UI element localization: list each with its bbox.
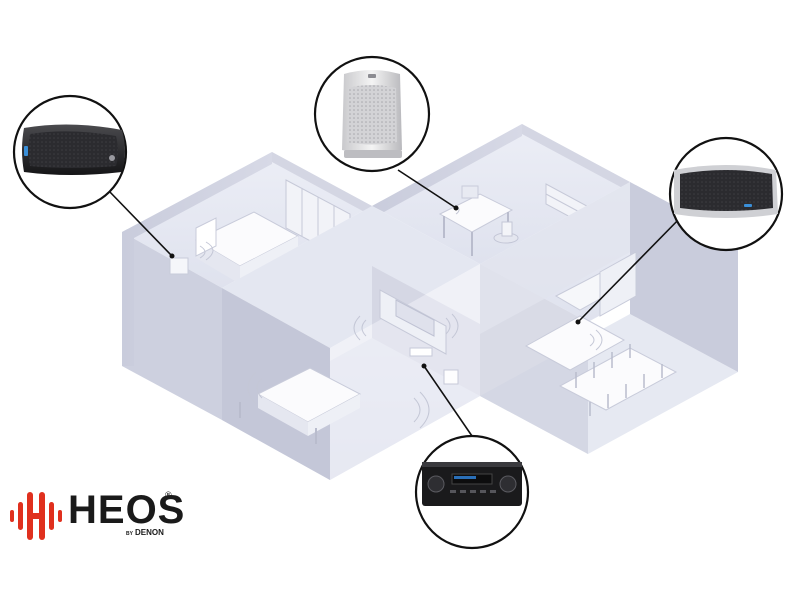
wireless-speaker-tower-white-icon [342, 70, 402, 158]
av-receiver-icon [422, 462, 522, 506]
callout-bedroom-speaker [12, 94, 128, 210]
wireless-speaker-black-icon [674, 165, 778, 218]
callout-lines [107, 169, 685, 437]
bedroom [122, 152, 372, 420]
maker-name: DENON [134, 528, 164, 537]
living-room [222, 206, 480, 480]
callout-av-receiver [414, 434, 530, 550]
registered-mark: ® [165, 490, 172, 500]
callout-kitchen-speaker [668, 136, 784, 252]
wireless-speaker-wide-black-icon [22, 124, 125, 175]
by-label: BY [126, 531, 133, 537]
house-model [122, 124, 738, 480]
callout-office-speaker [313, 55, 431, 173]
heos-mark-icon [10, 492, 62, 540]
brand-name: HEOS [68, 488, 186, 532]
